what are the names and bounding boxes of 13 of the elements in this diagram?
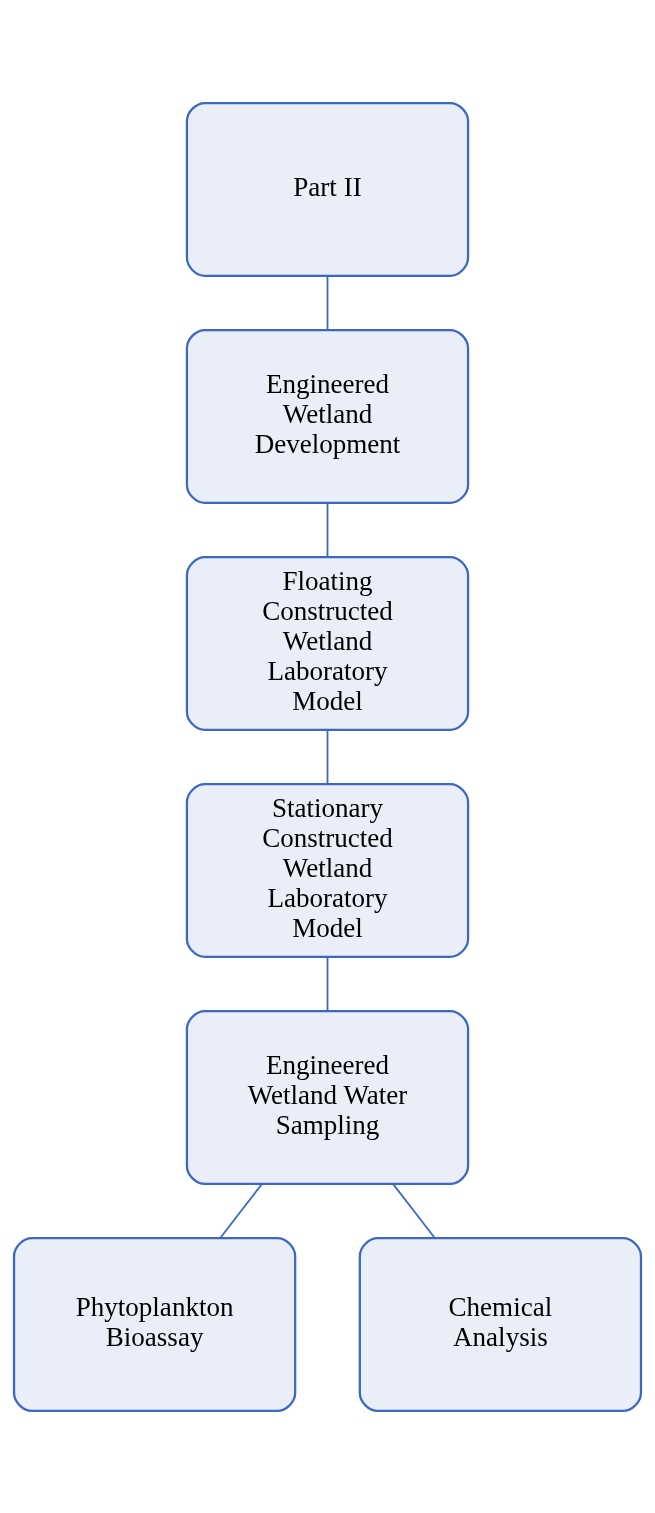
connector (326, 955, 329, 1012)
node-box: Stationary Constructed Wetland Laboratory Model (185, 782, 470, 958)
node-box: Engineered Wetland Development (185, 328, 470, 504)
connector (326, 728, 329, 785)
node-box: Chemical Analysis (358, 1236, 643, 1412)
node-box: Phytoplankton Bioassay (12, 1236, 297, 1412)
connector (392, 1182, 436, 1239)
node-box: Engineered Wetland Water Sampling (185, 1009, 470, 1185)
connector (219, 1182, 263, 1239)
connector (326, 274, 329, 331)
connector (326, 501, 329, 558)
node-box: Part II (185, 101, 470, 277)
node-box: Floating Constructed Wetland Laboratory Model (185, 555, 470, 731)
